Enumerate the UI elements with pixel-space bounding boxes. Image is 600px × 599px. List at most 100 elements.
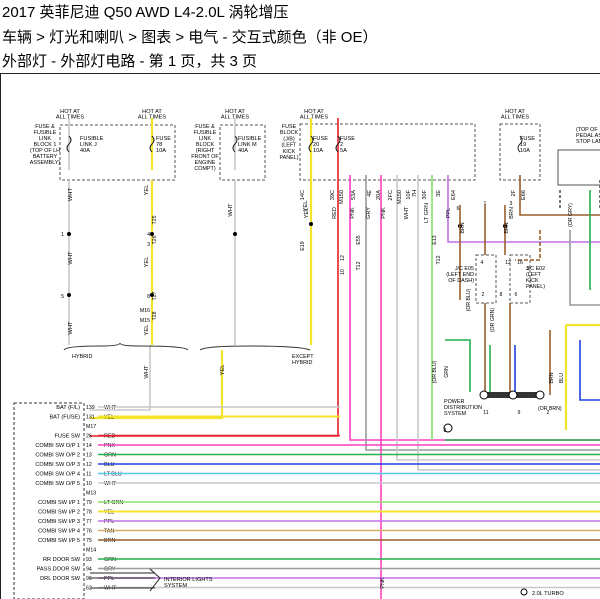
yel-wire-label-3: YEL xyxy=(144,324,150,336)
left-pin-label: 5 xyxy=(61,294,64,300)
ecm-row-pin: 12 xyxy=(86,462,92,468)
top-connector-label: E64 xyxy=(451,190,457,200)
turbo-label: 2.0L TURBO xyxy=(532,591,564,597)
top-connector-label: 39C xyxy=(330,190,336,200)
left-pin-wire-label: E19 xyxy=(300,241,306,250)
ecm-row-wire: RED xyxy=(104,434,115,440)
ecm-row-label: COMBI SW O/P 3 xyxy=(35,462,80,468)
pdist-node-3 xyxy=(535,390,545,400)
ecm-row-pin: 13 xyxy=(86,453,92,459)
or-grn-label: (OR GRN) xyxy=(490,308,496,332)
ecm-row-pin: 96 xyxy=(86,576,92,582)
left-pin-wire-label: T25 xyxy=(152,215,158,224)
pnk-wire-label: PNK xyxy=(380,577,386,589)
ecm-row-pin: 93 xyxy=(86,557,92,563)
ecm-row-wire: LT GRN xyxy=(104,500,123,506)
top-wire-label: LT GRN xyxy=(424,203,430,223)
left-pin-label: 1 xyxy=(61,232,64,238)
fuse-symbol xyxy=(232,135,238,153)
ecm-row-pin: 131 xyxy=(86,415,95,421)
top-wire-label: GRY xyxy=(366,207,372,219)
left-pin-wire-label: T28 xyxy=(152,311,158,320)
ecm-row-label: COMBI SW O/P 1 xyxy=(35,443,80,449)
left-pin-label: 4 xyxy=(147,232,150,238)
stop-lamp-switch-box xyxy=(557,149,600,186)
ecm-row-pin: 10 xyxy=(86,481,92,487)
top-connector-label: 2F xyxy=(511,189,517,196)
jc-e05-box xyxy=(475,254,497,304)
left-pin-label: M15 xyxy=(140,318,150,324)
wht-wire-label-4: WHT xyxy=(228,203,234,217)
ecm-row-pin: 62 xyxy=(86,586,92,592)
ecm-row-wire: PNK xyxy=(104,443,115,449)
top-wire-label: RED xyxy=(332,207,338,219)
wht-wire-label-3: WHT xyxy=(68,321,74,335)
top-connector-label: 7H xyxy=(412,190,418,197)
mid-pin-number: 2 xyxy=(482,292,485,298)
ecm-row-label: FUSE SW xyxy=(55,434,81,440)
mid-pin-number: 6 xyxy=(457,206,460,212)
mid-pin-number: 8 xyxy=(500,292,503,298)
ecm-row-pin: 139 xyxy=(86,405,95,411)
hybrid-bracket xyxy=(63,342,189,351)
top-connector-label: 4E xyxy=(367,190,373,197)
side-connector-label: T12 xyxy=(356,261,362,270)
ecm-row-label: COMBI SW O/P 4 xyxy=(35,472,80,478)
side-connector-label: 10 xyxy=(340,269,346,275)
ecm-row-pin: 75 xyxy=(86,538,92,544)
fuse-symbol xyxy=(517,135,523,153)
ecm-row-wire: PPL xyxy=(104,576,114,582)
mid-pin-number: 9 xyxy=(518,410,521,416)
ecm-row-wire: PPL xyxy=(104,519,114,525)
side-connector-label: E55 xyxy=(356,235,362,244)
ecm-row-wire: LT BLU xyxy=(104,472,122,478)
yel-wire-label: YEL xyxy=(144,184,150,196)
mid-pin-number: 12 xyxy=(505,260,511,266)
breadcrumb[interactable]: 车辆 > 灯光和喇叭 > 图表 > 电气 - 交互式颜色（非 OE） xyxy=(2,29,378,46)
pdist-node-1 xyxy=(479,390,489,400)
fuse-symbol xyxy=(335,135,341,153)
ecm-row-pin: M17 xyxy=(86,424,96,430)
top-connector-label: E66 xyxy=(521,190,527,200)
except-hybrid-bracket xyxy=(199,345,311,351)
mid-pin-number: 8 xyxy=(444,428,447,434)
or-gry-label: (OR GRY) xyxy=(568,203,574,227)
mid-pin-number: 11 xyxy=(483,410,488,416)
ecm-row-label: COMBI SW O/P 2 xyxy=(35,453,80,459)
blu-label: BLU xyxy=(559,373,565,383)
brn-label-2: BRN xyxy=(504,222,510,233)
mid-pin-number: 16 xyxy=(517,260,523,266)
ecm-row-label: BAT (FUSE) xyxy=(49,415,80,421)
ecm-row-pin: 94 xyxy=(86,567,92,573)
fuse-symbol xyxy=(66,135,72,153)
top-connector-label: 30F xyxy=(422,189,428,199)
ecm-row-wire: GRN xyxy=(104,453,116,459)
ecm-row-label: COMBI SW I/P 2 xyxy=(38,510,80,516)
ecm-row-label: COMBI SW I/P 5 xyxy=(38,538,80,544)
ecm-row-wire: WHT xyxy=(104,481,117,487)
top-wire-label: BRN xyxy=(509,207,515,219)
ecm-row-label: BAT (F/L) xyxy=(56,405,80,411)
top-connector-label: 10F xyxy=(406,189,412,199)
ecm-row-label: DRL DOOR SW xyxy=(40,576,81,582)
ecm-row-pin: M14 xyxy=(86,548,96,554)
mid-pin-number: 4 xyxy=(481,260,484,266)
ecm-row-label: COMBI SW I/P 1 xyxy=(38,500,80,506)
or-blu-label-2: (OR BLU) xyxy=(466,288,472,311)
jc-e02-box xyxy=(509,254,531,304)
top-wire-label: YEL xyxy=(304,208,310,219)
top-connector-label: 2FC xyxy=(388,190,394,201)
mid-pin-number: 1 xyxy=(484,201,487,207)
ecm-row-pin: 14 xyxy=(86,443,92,449)
bcm-connector-box xyxy=(13,402,85,599)
